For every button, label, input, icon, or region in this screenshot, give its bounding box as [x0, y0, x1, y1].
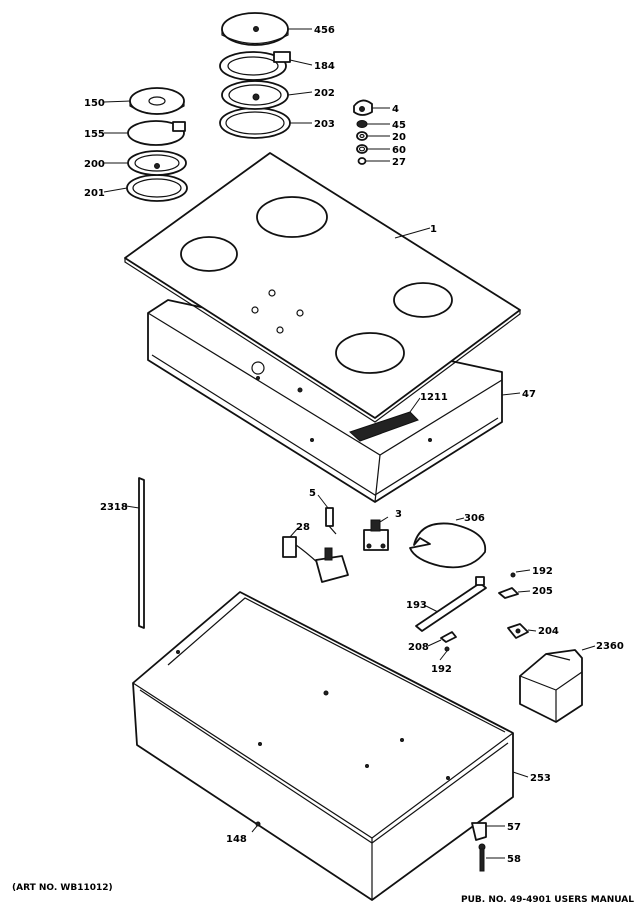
- callout-193: 193: [406, 600, 427, 611]
- callout-306: 306: [464, 513, 485, 524]
- callout-1: 1: [430, 224, 437, 235]
- cooktop: [124, 152, 521, 442]
- insulation-block-2360: [519, 649, 583, 723]
- callout-192-bottom: 192: [431, 664, 452, 675]
- callout-47: 47: [522, 389, 536, 400]
- callout-204: 204: [538, 626, 559, 637]
- callout-1211: 1211: [420, 392, 448, 403]
- callout-5: 5: [309, 488, 316, 499]
- callout-2360: 2360: [596, 641, 624, 652]
- callout-27: 27: [392, 157, 406, 168]
- heat-shield-306: [409, 522, 487, 569]
- callout-60: 60: [392, 145, 406, 156]
- callout-203: 203: [314, 119, 335, 130]
- small-burner-assembly: [126, 87, 188, 202]
- callout-57: 57: [507, 822, 521, 833]
- large-burner-assembly: [219, 12, 291, 139]
- callout-58: 58: [507, 854, 521, 865]
- callout-192-top: 192: [532, 566, 553, 577]
- switch-3: [363, 519, 389, 551]
- callout-148: 148: [226, 834, 247, 845]
- callout-155: 155: [84, 129, 105, 140]
- callout-184: 184: [314, 61, 335, 72]
- screw-148: [255, 821, 261, 827]
- callout-208: 208: [408, 642, 429, 653]
- bottom-pan: [132, 591, 514, 901]
- knob-and-hardware: [353, 99, 373, 165]
- callout-20: 20: [392, 132, 406, 143]
- callout-3: 3: [395, 509, 402, 520]
- bracket-57: [471, 822, 487, 841]
- clip-205: [498, 587, 519, 599]
- burner-box: [147, 299, 503, 503]
- art-number: (ART NO. WB11012): [12, 883, 113, 893]
- callout-labels: 456 184 202 203 150 155 200 201 4 45 20 …: [84, 25, 624, 865]
- callout-202: 202: [314, 88, 335, 99]
- callout-200: 200: [84, 159, 105, 170]
- trim-strip: [138, 477, 145, 629]
- clip-192-bottom: [444, 646, 450, 652]
- callout-2318: 2318: [100, 502, 128, 513]
- callout-4: 4: [392, 104, 399, 115]
- clip-204: [507, 623, 529, 639]
- callout-205: 205: [532, 586, 553, 597]
- bracket-193: [415, 576, 487, 632]
- clip-192-top: [510, 572, 516, 578]
- valve-28: [282, 536, 349, 583]
- callout-253: 253: [530, 773, 551, 784]
- publication-number: PUB. NO. 49-4901 USERS MANUAL: [461, 895, 634, 905]
- clip-208: [440, 631, 457, 643]
- callout-201: 201: [84, 188, 105, 199]
- callout-456: 456: [314, 25, 335, 36]
- bolt-58: [478, 843, 486, 872]
- callout-28: 28: [296, 522, 310, 533]
- callout-150: 150: [84, 98, 105, 109]
- valve-5: [325, 507, 337, 535]
- leader-lines: [103, 28, 596, 859]
- callout-45: 45: [392, 120, 406, 131]
